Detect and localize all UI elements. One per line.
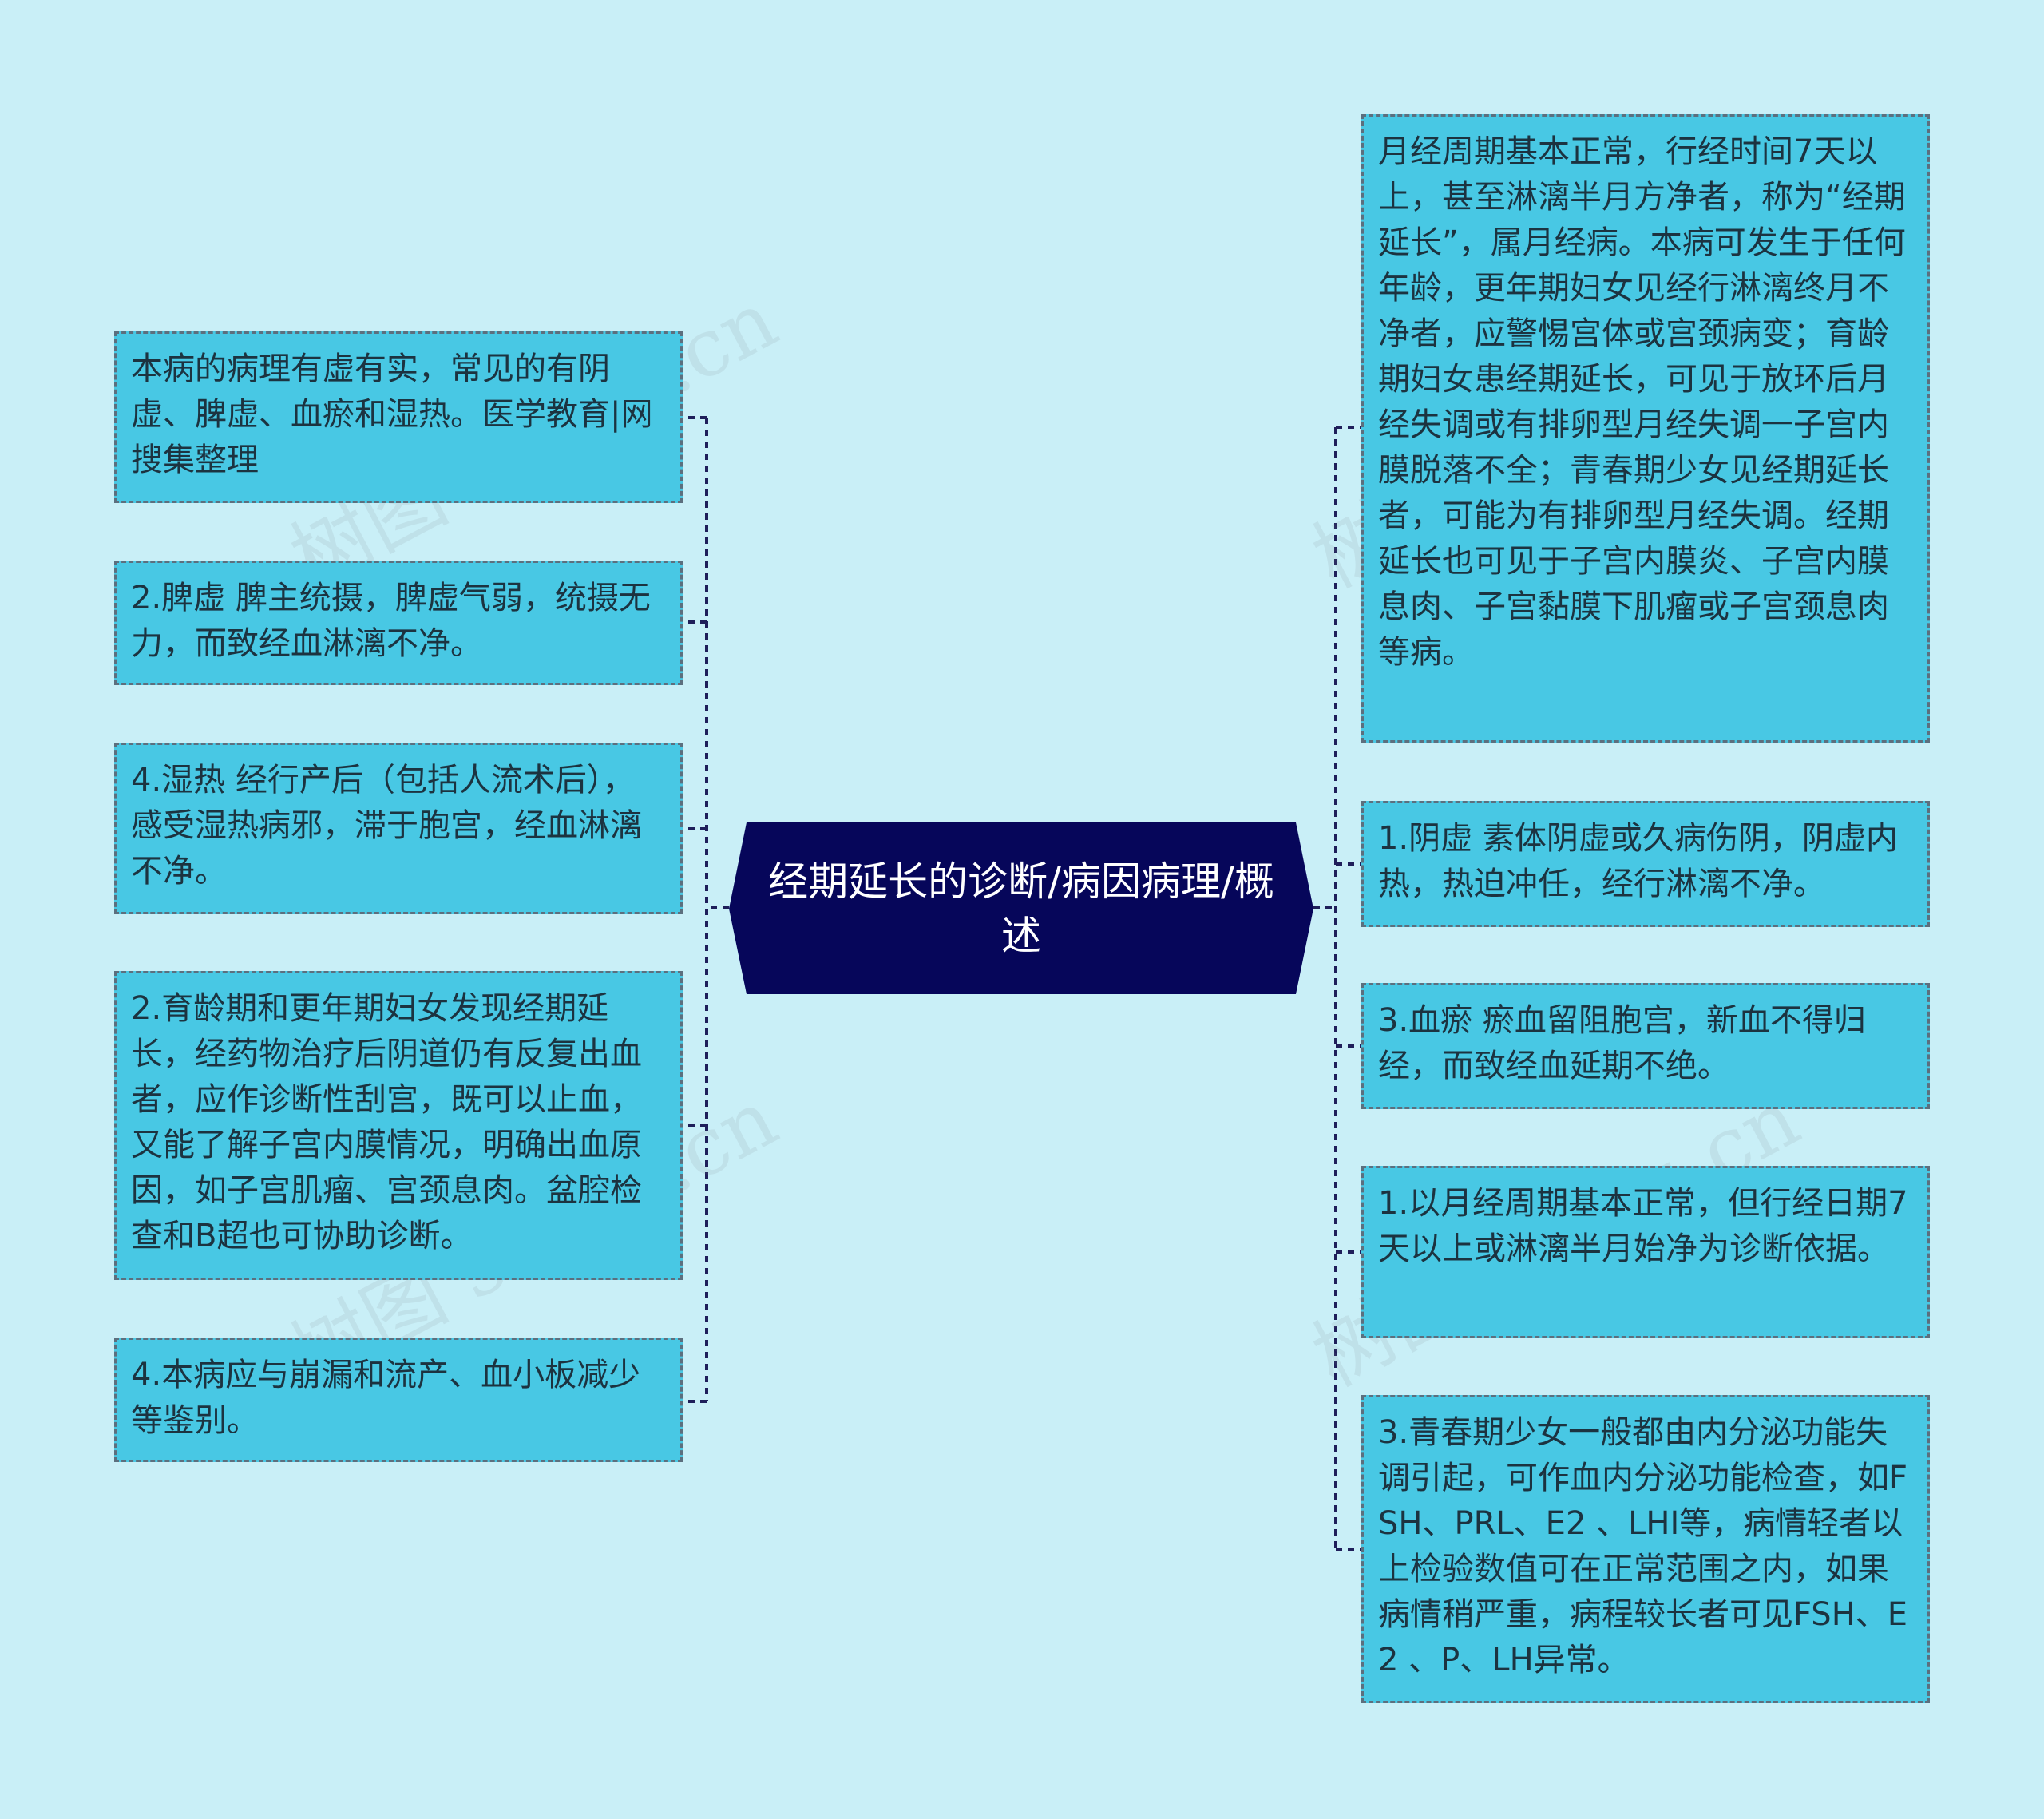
node-text: 2.脾虚 脾主统摄，脾虚气弱，统摄无力，而致经血淋漓不净。 — [131, 580, 651, 662]
left-node: 4.湿热 经行产后（包括人流术后），感受湿热病邪，滞于胞宫，经血淋漓不净。 — [114, 743, 683, 914]
right-trunk-line — [1313, 427, 1337, 1549]
center-title: 经期延长的诊断/病因病理/概述 — [768, 858, 1274, 959]
left-node: 4.本病应与崩漏和流产、血小板减少等鉴别。 — [114, 1338, 683, 1462]
node-text: 3.青春期少女一般都由内分泌功能失调引起，可作血内分泌功能检查，如FSH、PRL… — [1378, 1414, 1908, 1678]
left-node: 2.育龄期和更年期妇女发现经期延长，经药物治疗后阴道仍有反复出血者，应作诊断性刮… — [114, 971, 683, 1280]
node-text: 3.血瘀 瘀血留阻胞宫，新血不得归经，而致经血延期不绝。 — [1378, 1002, 1866, 1084]
left-trunk-line — [705, 418, 729, 1401]
right-node: 1.阴虚 素体阴虚或久病伤阴，阴虚内热，热迫冲任，经行淋漓不净。 — [1361, 801, 1930, 927]
right-node: 3.青春期少女一般都由内分泌功能失调引起，可作血内分泌功能检查，如FSH、PRL… — [1361, 1395, 1930, 1703]
center-hexagon-shape — [729, 822, 1313, 994]
node-text: 1.以月经周期基本正常，但行经日期7天以上或淋漓半月始净为诊断依据。 — [1378, 1185, 1908, 1267]
node-text: 4.本病应与崩漏和流产、血小板减少等鉴别。 — [131, 1357, 641, 1439]
node-text: 月经周期基本正常，行经时间7天以上，甚至淋漓半月方净者，称为“经期延长”，属月经… — [1378, 133, 1906, 671]
node-text: 4.湿热 经行产后（包括人流术后），感受湿热病邪，滞于胞宫，经血淋漓不净。 — [131, 762, 642, 890]
node-text: 1.阴虚 素体阴虚或久病伤阴，阴虚内热，热迫冲任，经行淋漓不净。 — [1378, 820, 1898, 902]
node-text: 2.育龄期和更年期妇女发现经期延长，经药物治疗后阴道仍有反复出血者，应作诊断性刮… — [131, 990, 642, 1254]
right-node: 1.以月经周期基本正常，但行经日期7天以上或淋漓半月始净为诊断依据。 — [1361, 1166, 1930, 1338]
node-text: 本病的病理有虚有实，常见的有阴虚、脾虚、血瘀和湿热。医学教育|网搜集整理 — [131, 351, 653, 478]
left-node: 本病的病理有虚有实，常见的有阴虚、脾虚、血瘀和湿热。医学教育|网搜集整理 — [114, 331, 683, 503]
right-node: 3.血瘀 瘀血留阻胞宫，新血不得归经，而致经血延期不绝。 — [1361, 983, 1930, 1109]
right-node: 月经周期基本正常，行经时间7天以上，甚至淋漓半月方净者，称为“经期延长”，属月经… — [1361, 114, 1930, 743]
center-topic[interactable]: 经期延长的诊断/病因病理/概述 — [729, 822, 1313, 994]
left-node: 2.脾虚 脾主统摄，脾虚气弱，统摄无力，而致经血淋漓不净。 — [114, 561, 683, 685]
